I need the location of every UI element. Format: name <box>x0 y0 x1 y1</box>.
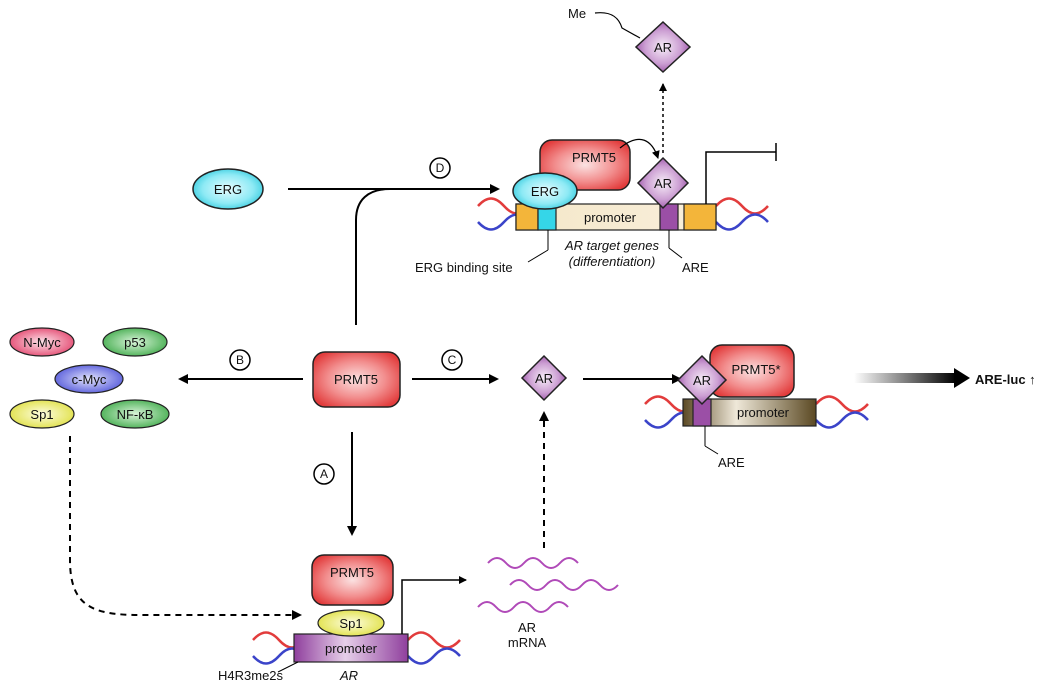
transcription-repression-line <box>705 151 776 204</box>
methyl-tag-line <box>594 12 641 39</box>
sp1-bottom-node: Sp1 <box>317 609 385 637</box>
pathway-label-c: C <box>441 349 463 371</box>
pathway-label-a: A <box>313 463 335 485</box>
tf-p53: p53 <box>102 327 168 357</box>
ar-methylated-label: AR <box>654 40 672 55</box>
promoter-top-label: promoter <box>584 210 637 225</box>
svg-text:c-Myc: c-Myc <box>72 372 107 387</box>
erg-bound-label: ERG <box>531 184 559 199</box>
prmt5-center-node: PRMT5 <box>312 351 401 408</box>
ar-mrna-squiggles <box>477 557 619 613</box>
are-top-label: ARE <box>682 260 709 275</box>
ar-gene-label: AR <box>339 668 358 683</box>
dna-helix-bottom-right <box>407 631 461 665</box>
ar-right-label: AR <box>693 373 711 388</box>
are-luc-label: ARE-luc ↑ <box>975 372 1036 387</box>
output-arrow <box>854 368 970 388</box>
svg-text:B: B <box>236 353 244 367</box>
tf-nf-kb: NF-κB <box>100 399 170 429</box>
ar-center-node: AR <box>520 354 568 402</box>
ar-top-label: AR <box>654 176 672 191</box>
svg-text:NF-κB: NF-κB <box>117 407 154 422</box>
prmt5-star-label: PRMT5* <box>731 362 780 377</box>
promoter-right: promoter <box>682 398 817 427</box>
promoter-right-label: promoter <box>737 405 790 420</box>
prmt5-top-label: PRMT5 <box>572 150 616 165</box>
pathway-label-b: B <box>229 349 251 371</box>
mrna-label-mrna: mRNA <box>508 635 547 650</box>
pathway-label-d: D <box>429 157 451 179</box>
prmt5-bottom-node: PRMT5 <box>311 554 394 606</box>
ar-center-label: AR <box>535 371 553 386</box>
erg-free-node: ERG <box>192 168 264 210</box>
are-right-label: ARE <box>718 455 745 470</box>
sp1-bottom-label: Sp1 <box>339 616 362 631</box>
svg-text:N-Myc: N-Myc <box>23 335 61 350</box>
line-prmt5-to-pathway-d <box>355 188 391 325</box>
ar-top-node: AR <box>636 156 690 210</box>
erg-bound-node: ERG <box>512 172 578 210</box>
svg-text:p53: p53 <box>124 335 146 350</box>
prmt5-bottom-label: PRMT5 <box>330 565 374 580</box>
differentiation-label: (differentiation) <box>569 254 656 269</box>
svg-text:D: D <box>436 161 445 175</box>
dna-helix-top-right <box>715 197 769 231</box>
me-label: Me <box>568 6 586 21</box>
ar-right-node: AR <box>676 354 728 406</box>
erg-free-label: ERG <box>214 182 242 197</box>
promoter-bottom: promoter <box>293 633 409 663</box>
erg-binding-site-label: ERG binding site <box>415 260 513 275</box>
tf-n-myc: N-Myc <box>9 327 75 357</box>
arrow-tfs-to-ar-promoter <box>69 436 302 620</box>
promoter-bottom-label: promoter <box>325 641 378 656</box>
prmt5-star-node: PRMT5* <box>709 344 795 398</box>
svg-text:Sp1: Sp1 <box>30 407 53 422</box>
svg-text:C: C <box>448 353 457 367</box>
h4r3me2s-label: H4R3me2s <box>218 668 284 683</box>
arrow-ar-transcription <box>401 576 467 634</box>
arrow-prmt5-methylates-ar <box>619 138 660 159</box>
ar-methylated-node: AR <box>634 20 692 74</box>
tf-c-myc: c-Myc <box>54 364 124 394</box>
ar-target-genes-label: AR target genes <box>564 238 659 253</box>
tf-sp1: Sp1 <box>9 399 75 429</box>
dna-helix-right-right <box>815 395 869 429</box>
svg-text:A: A <box>320 467 328 481</box>
prmt5-center-label: PRMT5 <box>334 372 378 387</box>
mrna-label-ar: AR <box>518 620 536 635</box>
